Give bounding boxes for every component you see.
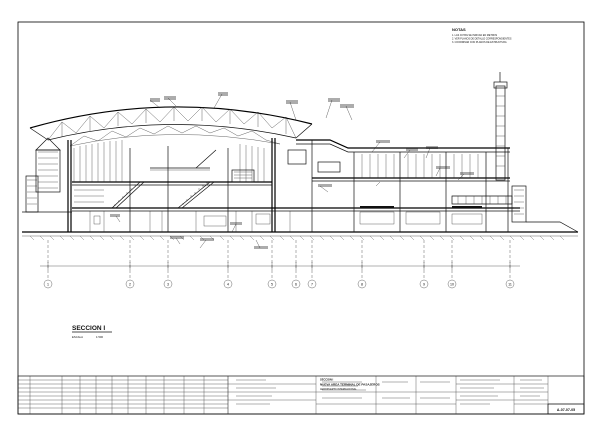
grid-axis: 10 (447, 279, 457, 289)
note-line: 1. LAS COTAS SE INDICAN EN METROS (452, 34, 498, 37)
grid-axis: 6 (291, 279, 301, 289)
grid-axis-label: 2 (129, 283, 131, 287)
revision-table (18, 376, 229, 414)
grid-axis-label: 5 (271, 283, 273, 287)
section-title-block: SECCION I ESCALA 1:500 (72, 325, 112, 339)
annotation-leaders (110, 92, 474, 249)
grid-axis-label: 7 (311, 283, 313, 287)
title-block: SECCION I NUEVA AREA TERMINAL DE PASAJER… (17, 375, 585, 415)
grid-axis: 1 (43, 279, 53, 289)
grid-axis-label: 11 (508, 283, 512, 287)
note-line: 2. VER PLANOS DE DETALLE CORRESPONDIENTE… (452, 38, 512, 41)
mechanical-equipment (231, 149, 341, 183)
grid-axis: 3 (163, 279, 173, 289)
arched-roof-truss (29, 106, 313, 147)
grid-axis: 4 (223, 279, 233, 289)
grid-axis-label: 3 (167, 283, 169, 287)
escalators (111, 149, 217, 209)
control-tower (493, 72, 508, 181)
dimension-chain (40, 240, 520, 280)
grid-axis: 7 (307, 279, 317, 289)
grid-axis: 2 (125, 279, 135, 289)
terminal-floors (72, 140, 312, 212)
grid-axis-label: 6 (295, 283, 297, 287)
grid-axis: 5 (267, 279, 277, 289)
grid-axis: 11 (505, 279, 515, 289)
scale-value: 1:500 (96, 335, 103, 339)
project-subtitle: AEROPUERTO INTERNACIONAL (320, 388, 357, 391)
grid-axis-label: 10 (450, 283, 454, 287)
grid-axis-label: 9 (423, 283, 425, 287)
grid-axis-label: 8 (361, 283, 363, 287)
lower-level-rooms (74, 189, 291, 232)
section-title: SECCION I (72, 325, 105, 332)
concourse-pier (296, 139, 579, 233)
grid-axis: 9 (419, 279, 429, 289)
project-name: NUEVA AREA TERMINAL DE PASAJEROS (320, 383, 380, 387)
title-block-heading: SECCION I (320, 378, 334, 382)
left-entrance-pavilion (22, 137, 72, 213)
ground-hatch (29, 235, 565, 241)
notes-title: NOTAS (452, 27, 466, 32)
sheet-border (17, 21, 585, 415)
grid-axis-label: 1 (47, 283, 49, 287)
consultant-blocks (227, 376, 584, 414)
grid-axis-label: 4 (227, 283, 229, 287)
sheet-number: A-07-07-05 (557, 408, 575, 412)
scale-label: ESCALA (72, 335, 83, 339)
grid-axis-markers: 1 2 3 4 5 6 7 8 9 10 11 (43, 279, 515, 289)
notes-block: NOTAS 1. LAS COTAS SE INDICAN EN METROS … (452, 27, 512, 44)
building-section (22, 72, 579, 249)
note-line: 3. COORDINAR CON PLANOS DE ESTRUCTURA (452, 41, 507, 44)
grid-axis: 8 (357, 279, 367, 289)
